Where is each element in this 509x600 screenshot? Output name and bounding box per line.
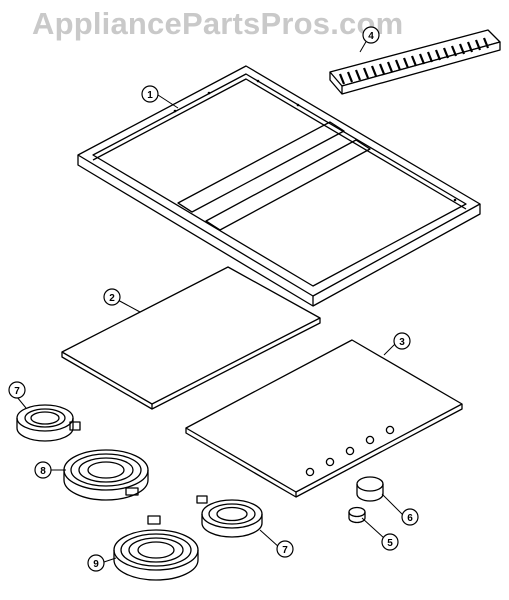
glass-panel-left — [61, 266, 321, 410]
knob-small — [348, 506, 366, 524]
callout-8: 8 — [34, 461, 52, 479]
watermark: AppliancePartsPros.com — [32, 6, 404, 41]
svg-text:5: 5 — [387, 538, 393, 549]
svg-text:7: 7 — [14, 386, 20, 397]
svg-text:1: 1 — [147, 90, 153, 101]
svg-text:8: 8 — [40, 466, 46, 477]
callout-2: 2 — [103, 288, 121, 306]
callout-5: 5 — [381, 533, 399, 551]
svg-text:7: 7 — [282, 545, 288, 556]
callout-3: 3 — [393, 332, 411, 350]
callout-4: 4 — [362, 26, 380, 44]
callout-6: 6 — [401, 508, 419, 526]
leader-lines — [16, 39, 405, 563]
callout-9: 9 — [87, 554, 105, 572]
svg-text:3: 3 — [399, 337, 405, 348]
svg-text:2: 2 — [109, 293, 115, 304]
burner-small-left — [16, 404, 81, 442]
svg-text:6: 6 — [407, 513, 413, 524]
grate — [329, 29, 501, 95]
callout-1: 1 — [141, 85, 159, 103]
burner-small-right — [196, 495, 263, 538]
burner-large-bottom — [113, 515, 199, 581]
svg-text:9: 9 — [93, 559, 99, 570]
callout-7-left: 7 — [8, 381, 26, 399]
callouts: 1 2 3 4 5 6 7 8 9 7 — [8, 26, 419, 572]
callout-7-right: 7 — [276, 540, 294, 558]
frame — [77, 65, 481, 307]
knob-large — [356, 476, 384, 502]
burner-large-top — [63, 449, 149, 501]
svg-text:4: 4 — [368, 31, 374, 42]
glass-panel-right — [185, 339, 463, 498]
